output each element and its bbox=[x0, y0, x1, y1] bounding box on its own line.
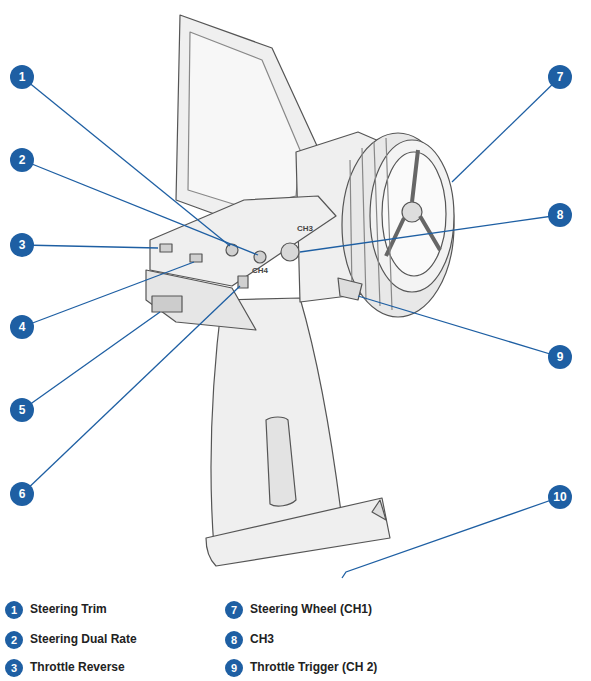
callout-circle bbox=[5, 659, 23, 677]
grip-insert bbox=[266, 417, 296, 506]
callout-text: 6 bbox=[19, 488, 26, 500]
callout-text: 9 bbox=[557, 351, 564, 363]
part-name: Throttle Reverse bbox=[30, 661, 125, 674]
callout-text: 5 bbox=[19, 404, 26, 416]
callout-text: 2 bbox=[11, 635, 17, 646]
callout-number: 8 bbox=[548, 203, 572, 227]
part-name: CH3 bbox=[250, 633, 274, 646]
callout-text: 7 bbox=[231, 605, 237, 616]
callout-circle bbox=[10, 398, 34, 422]
callout-circle bbox=[10, 148, 34, 172]
callout-text: 8 bbox=[557, 209, 564, 221]
callout-circle bbox=[10, 315, 34, 339]
callout-circle bbox=[548, 345, 572, 369]
callout-text: 9 bbox=[231, 663, 237, 674]
callout-number: 10 bbox=[548, 485, 572, 509]
ch3-button bbox=[281, 243, 299, 261]
callout-circle bbox=[10, 233, 34, 257]
device-marking: CH3 bbox=[297, 225, 313, 234]
grip bbox=[211, 298, 342, 548]
callout-text: 1 bbox=[11, 605, 17, 616]
part-name: Steering Dual Rate bbox=[30, 633, 137, 646]
callout-circle bbox=[5, 601, 23, 619]
leader-lines bbox=[22, 77, 560, 578]
lid-inner bbox=[188, 32, 300, 208]
callout-number: 1 bbox=[10, 65, 34, 89]
callout-circle bbox=[225, 601, 243, 619]
grip-base bbox=[206, 498, 390, 566]
part-name: Throttle Trigger (CH 2) bbox=[250, 661, 377, 674]
callout-circle bbox=[548, 485, 572, 509]
callout-text: 1 bbox=[19, 71, 26, 83]
reverse-switch bbox=[190, 254, 202, 262]
reverse-switch bbox=[160, 244, 172, 252]
callout-number: 7 bbox=[225, 601, 243, 619]
callout-circle bbox=[10, 482, 34, 506]
callout-number: 3 bbox=[10, 233, 34, 257]
callout-number: 9 bbox=[548, 345, 572, 369]
callout-text: 8 bbox=[231, 635, 237, 646]
callout-number: 8 bbox=[225, 631, 243, 649]
body-front bbox=[146, 270, 256, 330]
callout-text: 4 bbox=[19, 321, 26, 333]
callout-text: 10 bbox=[553, 491, 566, 503]
callout-text: 2 bbox=[19, 154, 26, 166]
callout-number: 2 bbox=[10, 148, 34, 172]
callout-number: 6 bbox=[10, 482, 34, 506]
callout-text: 7 bbox=[557, 71, 564, 83]
callout-circle bbox=[225, 631, 243, 649]
callout-number: 5 bbox=[10, 398, 34, 422]
callout-text: 3 bbox=[19, 239, 26, 251]
device-marking: CH4 bbox=[252, 267, 268, 276]
part-name: Steering Wheel (CH1) bbox=[250, 603, 372, 616]
callout-number: 2 bbox=[5, 631, 23, 649]
callout-circle bbox=[225, 659, 243, 677]
callout-circle bbox=[548, 65, 572, 89]
dual-rate-knob bbox=[254, 251, 266, 263]
callout-number: 1 bbox=[5, 601, 23, 619]
callout-circle bbox=[548, 203, 572, 227]
callout-number: 4 bbox=[10, 315, 34, 339]
callout-number: 3 bbox=[5, 659, 23, 677]
part-name: Steering Trim bbox=[30, 603, 107, 616]
body-top bbox=[150, 196, 336, 286]
callout-number: 7 bbox=[548, 65, 572, 89]
callout-circle bbox=[5, 631, 23, 649]
callout-text: 3 bbox=[11, 663, 17, 674]
callout-circle bbox=[10, 65, 34, 89]
callout-number: 9 bbox=[225, 659, 243, 677]
